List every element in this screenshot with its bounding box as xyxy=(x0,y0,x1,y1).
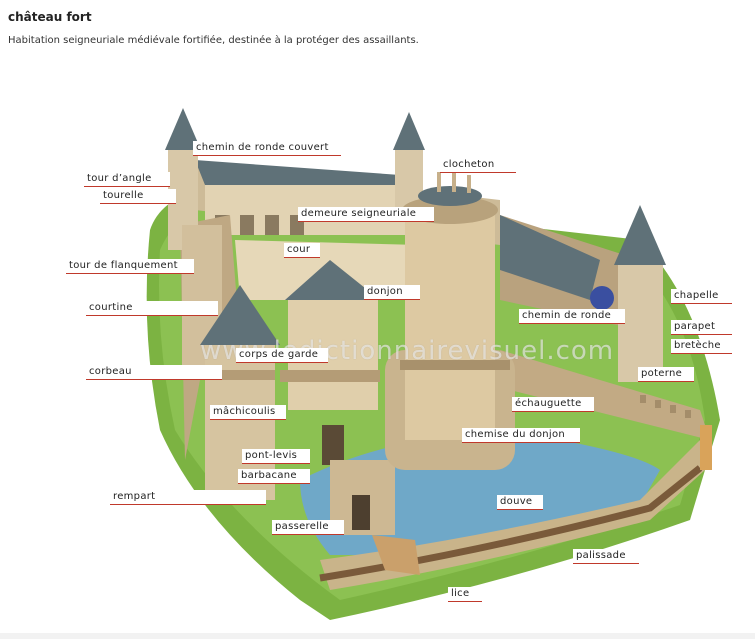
label-barbacane: barbacane xyxy=(238,469,310,484)
footer-bar xyxy=(0,633,755,639)
label-pont-levis: pont-levis xyxy=(242,449,310,464)
label-lice: lice xyxy=(448,587,482,602)
label-echauguette: échauguette xyxy=(512,397,594,412)
page-subtitle: Habitation seigneuriale médiévale fortif… xyxy=(8,35,419,46)
rear-tower-roof xyxy=(393,112,425,150)
label-poterne: poterne xyxy=(638,367,694,382)
page-title: château fort xyxy=(8,10,92,24)
keep-crenel-band xyxy=(400,360,510,370)
chapel-tower-roof xyxy=(614,205,666,265)
label-rempart: rempart xyxy=(110,490,266,505)
footbridge xyxy=(372,535,420,575)
chapel-tower-body xyxy=(618,262,663,382)
label-demeure-seigneuriale: demeure seigneuriale xyxy=(298,207,434,222)
label-machicoulis: mâchicoulis xyxy=(210,405,286,420)
label-tour-de-flanquement: tour de flanquement xyxy=(66,259,194,274)
label-donjon: donjon xyxy=(364,285,420,300)
keep-pinnacles xyxy=(437,170,471,193)
gatehouse-machicolation xyxy=(280,370,380,382)
label-corps-de-garde: corps de garde xyxy=(236,348,328,363)
gatehouse-roof xyxy=(285,260,380,300)
wall-end-cap xyxy=(700,425,712,470)
label-passerelle: passerelle xyxy=(272,520,344,535)
label-courtine: courtine xyxy=(86,301,218,316)
corner-tower-roof xyxy=(165,108,201,150)
barbican-door xyxy=(352,495,370,530)
gatehouse-gate xyxy=(322,425,344,465)
label-douve: douve xyxy=(497,495,543,510)
palissade-fence xyxy=(319,465,703,582)
label-chemise-du-donjon: chemise du donjon xyxy=(462,428,580,443)
label-tourelle: tourelle xyxy=(100,189,176,204)
label-corbeau: corbeau xyxy=(86,365,222,380)
chapel-window xyxy=(590,286,614,310)
label-breteche: bretèche xyxy=(671,339,732,354)
label-tour-d-angle: tour d’angle xyxy=(84,172,170,187)
label-parapet: parapet xyxy=(671,320,732,335)
label-chemin-de-ronde: chemin de ronde xyxy=(519,309,625,324)
label-chemin-de-ronde-couvert: chemin de ronde couvert xyxy=(193,141,341,156)
label-cour: cour xyxy=(284,243,320,258)
front-tower-corbel xyxy=(205,370,275,380)
label-palissade: palissade xyxy=(573,549,639,564)
front-tower-roof xyxy=(200,285,280,345)
front-right-crenels xyxy=(640,395,691,418)
front-right-wall xyxy=(500,350,710,440)
keep-roof xyxy=(418,186,482,206)
label-clocheton: clocheton xyxy=(440,158,516,173)
keep-body xyxy=(405,210,495,440)
chapel-roof xyxy=(500,215,600,300)
label-chapelle: chapelle xyxy=(671,289,732,304)
